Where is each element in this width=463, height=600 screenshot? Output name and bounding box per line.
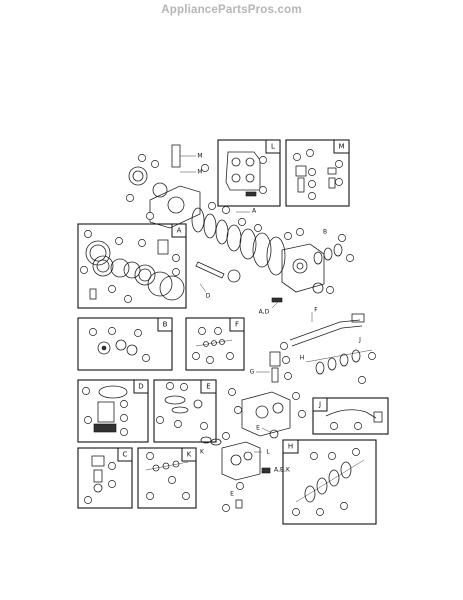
label-b: B [323, 229, 327, 236]
inset-b: B [77, 317, 173, 371]
inset-l: L [217, 139, 281, 207]
inset-c: C [77, 447, 133, 509]
label-abk: A,B,K [274, 467, 291, 474]
inset-j: J [312, 397, 389, 435]
watermark: AppliancePartsPros.com [161, 4, 302, 16]
label-ad: A,D [259, 309, 270, 316]
label-m2: M [197, 169, 202, 176]
inset-k: K [137, 447, 197, 509]
label-l: L [266, 449, 270, 456]
label-m1: M [197, 153, 202, 160]
label-g: G [250, 369, 255, 376]
inset-a: A [77, 223, 187, 309]
inset-d: D [77, 379, 149, 443]
inset-j-label: J [318, 401, 321, 409]
label-d: D [206, 293, 211, 300]
inset-m-label: M [338, 143, 344, 151]
inset-d-label: D [138, 383, 143, 391]
inset-a-label: A [177, 227, 182, 235]
label-h: H [300, 355, 305, 362]
inset-e-label: E [206, 383, 210, 391]
inset-m: M [285, 139, 350, 207]
inset-f: F [185, 317, 245, 371]
inset-c-label: C [123, 451, 128, 459]
inset-b-label: B [163, 321, 168, 329]
label-e2: E [230, 491, 234, 498]
label-f: F [314, 307, 318, 314]
inset-h: H [282, 439, 377, 525]
inset-f-label: F [235, 321, 239, 329]
main-assembly: M M A D B A,D [126, 144, 376, 512]
inset-l-label: L [271, 143, 275, 151]
label-k: K [200, 449, 205, 456]
label-j: J [358, 337, 361, 344]
inset-e: E [153, 379, 217, 443]
inset-k-label: K [187, 451, 192, 459]
label-e: E [256, 425, 260, 432]
label-a: A [252, 208, 257, 215]
inset-h-label: H [288, 443, 293, 451]
